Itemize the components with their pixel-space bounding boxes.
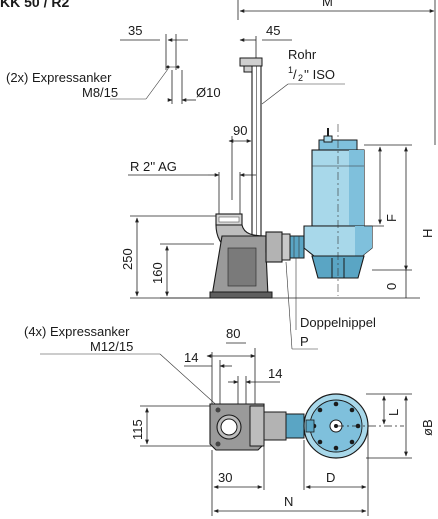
dim-m-label: M: [322, 0, 333, 9]
top-bracket: [239, 57, 263, 67]
top-base: [209, 403, 305, 451]
dim-45-label: 45: [266, 23, 280, 38]
dim-80-label: 80: [226, 326, 240, 341]
dim-d-label: D: [326, 470, 335, 485]
dim-0-label: 0: [384, 283, 399, 290]
dim-n-label: N: [284, 494, 293, 509]
side-view: M 45 35 (2x) Expressanker M8/15 Ø10 Rohr…: [6, 0, 436, 350]
dim-90-label: 90: [233, 123, 247, 138]
anchor-label-2: M12/15: [90, 339, 133, 354]
rohr-label-2-mid: /: [293, 67, 297, 82]
dim-f-label: F: [384, 214, 399, 222]
anchor-top-label-2: M8/15: [82, 85, 118, 100]
dim-35-label: 35: [128, 23, 142, 38]
dim-14b-label: 14: [268, 366, 282, 381]
dim-250-label: 250: [120, 248, 135, 270]
doppelnippel-part: [289, 235, 305, 259]
p-label: P: [300, 334, 309, 349]
drawing-title: KK 50 / R2: [0, 0, 69, 10]
coupling: [265, 231, 283, 263]
top-view: (4x) Expressanker M12/15 80 14 14 115: [24, 324, 435, 516]
doppelnippel-label: Doppelnippel: [300, 315, 376, 330]
r2-ag-label: R 2'' AG: [130, 159, 177, 174]
rohr-label-1: Rohr: [288, 47, 317, 62]
anchor-label-1: (4x) Expressanker: [24, 324, 130, 339]
dim-ob-label: øB: [420, 419, 435, 436]
anchor-top-label-1: (2x) Expressanker: [6, 70, 112, 85]
dim-160-label: 160: [150, 262, 165, 284]
dim-115-label: 115: [130, 419, 145, 440]
dim-14a-label: 14: [184, 350, 198, 365]
dim-l-label: L: [386, 409, 401, 416]
rohr-label-2-rest: '' ISO: [304, 67, 335, 82]
dim-o10-label: Ø10: [196, 85, 221, 100]
rohr-label-2-sup: 1: [288, 65, 293, 75]
dim-30-label: 30: [218, 470, 232, 485]
rohr-label-2-sub: 2: [298, 73, 303, 83]
dim-h-label: H: [420, 229, 435, 238]
